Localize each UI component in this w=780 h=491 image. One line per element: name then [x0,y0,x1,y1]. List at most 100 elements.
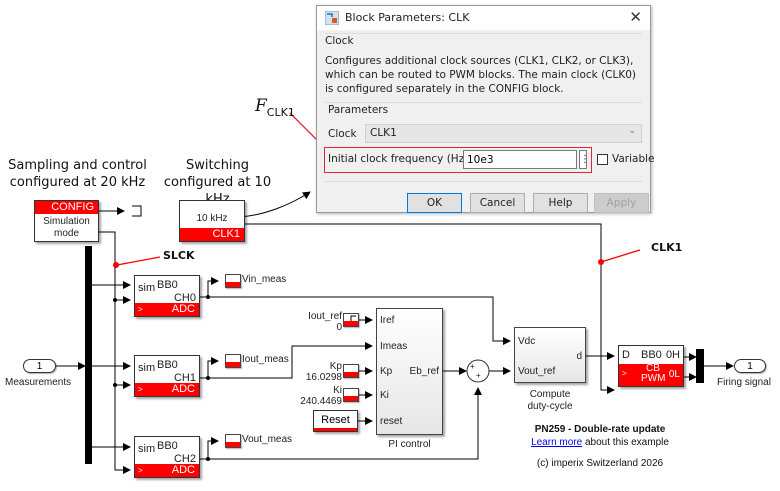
help-button[interactable]: Help [533,193,588,213]
close-icon[interactable]: ✕ [629,8,642,26]
duty-label-l2: duty-cycle [527,401,573,412]
pi-port-kp: Kp [380,366,393,377]
dialog-titlebar[interactable]: Block Parameters: CLK ✕ [317,6,650,30]
clock-select[interactable]: CLK1 ⌄ [365,124,642,143]
scope-vin-meas-label: Vin_meas [242,274,287,285]
adc-footer-label: ADC [171,464,195,476]
outport-firing-signal[interactable]: 1 [734,359,766,373]
adc-block-ch0[interactable]: sim BB0 CH0 >ADC [134,275,200,317]
block-parameters-dialog: Block Parameters: CLK ✕ Clock Configures… [316,5,655,213]
copyright: (c) imperix Switzerland 2026 [536,458,664,469]
pi-port-iref: Iref [380,315,395,326]
adc-sim: sim [138,282,156,294]
wire-vout-sum [208,387,482,460]
config-block[interactable]: CONFIG Simulation mode [34,200,99,242]
duty-port-voutref: Vout_ref [518,366,556,377]
adc-footer: >ADC [135,383,199,396]
config-mode: Simulation mode [35,216,98,240]
learn-more-suffix: about this example [582,437,669,448]
iout-ref-labels: Iout_ref 0 [302,311,342,333]
sampling-annotation: Sampling and control configured at 20 kH… [0,157,155,191]
wire-slck [99,231,131,474]
parameters-section-title: Parameters [328,104,389,116]
config-header: CONFIG [35,201,98,214]
pi-port-ki: Ki [380,390,389,401]
ki-constant[interactable] [343,388,359,402]
terminator-icon [132,205,142,217]
step-icon [346,315,356,323]
duty-port-vdc: Vdc [518,336,536,347]
sampling-line1: Sampling and control [8,158,147,173]
clk-footer: CLK1 [180,228,244,241]
clock-label: Clock [328,128,357,140]
wire-iout-imeas [208,342,373,379]
reset-button[interactable]: Reset [313,410,358,432]
mux-bar [696,349,704,383]
dialog-title: Block Parameters: CLK [345,11,470,24]
pi-port-imeas: Imeas [380,341,408,352]
apply-button[interactable]: Apply [594,193,649,213]
adc-block-ch2[interactable]: sim BB0 CH2 >ADC [134,436,200,478]
clk-block[interactable]: 10 kHz CLK1 [179,200,245,242]
kp-constant[interactable] [343,364,359,378]
parameters-section: Parameters Clock CLK1 ⌄ Initial clock fr… [324,102,655,182]
reset-label: Reset [321,414,350,426]
config-mode-l2: mode [53,228,79,239]
pi-control-block[interactable]: Iref Imeas Kp Ki reset Eb_ref [376,308,443,435]
fclk1-main: F [255,96,267,116]
example-info: PN259 - Double-rate update Learn more ab… [500,423,700,470]
adc-ch: CH2 [173,453,196,465]
adc-sim: sim [138,443,156,455]
pwm-bb: BB0 [641,349,662,361]
clk-value: 10 kHz [196,213,228,224]
iout-ref-name: Iout_ref [308,311,342,322]
adc-footer: >ADC [135,303,199,316]
iout-ref-step-block[interactable] [343,313,359,327]
simulink-block-icon [325,11,339,25]
adc-footer-label: ADC [171,303,195,315]
iout-ref-value: 0 [336,322,342,333]
pwm-clock-input: > [622,369,627,378]
wire-adc1-scope [200,357,219,379]
inport-measurements[interactable]: 1 [23,359,56,373]
adc-footer-label: ADC [171,383,195,395]
frequency-input[interactable] [463,150,577,169]
scope-vout-meas-label: Vout_meas [242,434,293,445]
sum-block [466,359,490,383]
kp-value: 16.0298 [305,372,342,383]
adc-block-ch1[interactable]: sim BB0 CH1 >ADC [134,355,200,397]
outport-label: Firing signal [717,377,771,388]
pi-port-ebref: Eb_ref [409,366,439,377]
svg-text:+: + [476,371,481,380]
pwm-port-oh: 0H [665,349,680,361]
bus-selector [85,246,92,464]
config-mode-l1: Simulation [43,216,90,227]
clock-section: Clock Configures additional clock source… [325,33,642,108]
callout-clk1 [600,249,641,263]
more-options-icon[interactable]: ⋮ [579,150,590,169]
variable-label: Variable [612,153,655,165]
cancel-button[interactable]: Cancel [470,193,525,213]
ki-name: Ki [333,385,342,396]
svg-text:+: + [470,362,475,371]
learn-more-link[interactable]: Learn more [531,437,583,448]
wire-clk-curve [239,191,311,218]
adc-footer: >ADC [135,464,199,477]
compute-duty-cycle-block[interactable]: Vdc Vout_ref d [514,327,586,383]
adc-bb: BB0 [157,359,178,371]
scope-vout-meas[interactable] [225,434,241,448]
duty-label: Compute duty-cycle [514,389,586,413]
inport-label: Measurements [5,377,72,388]
pwm-cb: CB [646,363,660,374]
scope-iout-meas[interactable] [225,354,241,368]
wire-clk1 [240,223,615,394]
wire-adc2-scope [200,437,219,460]
variable-checkbox[interactable] [597,154,608,165]
ki-labels: Ki 240.4469 [290,385,342,407]
pi-control-label: PI control [388,439,431,450]
scope-vin-meas[interactable] [225,274,241,288]
wire-adc0-scope [200,277,219,298]
ok-button[interactable]: OK [407,193,462,213]
